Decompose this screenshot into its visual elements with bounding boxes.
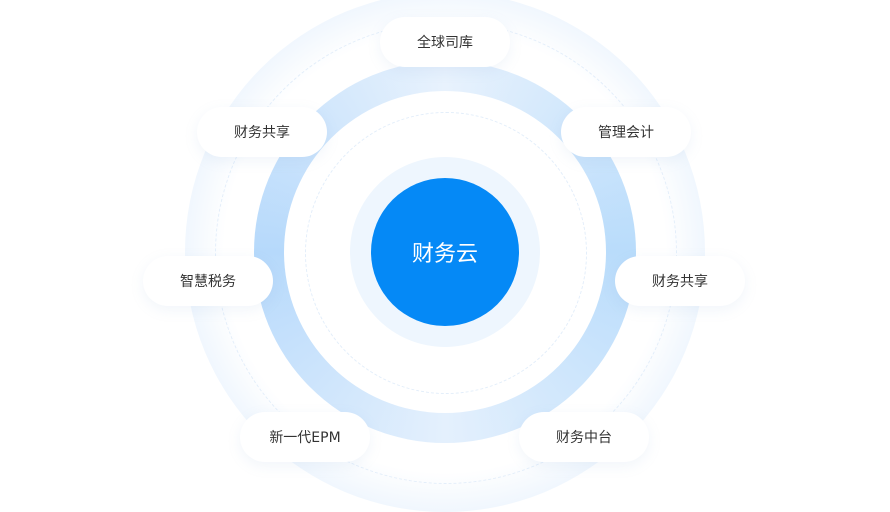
node-label: 全球司库: [417, 35, 473, 51]
node-label: 财务共享: [652, 274, 708, 290]
center-label: 财务云: [411, 242, 478, 267]
node-upper-right[interactable]: 管理会计: [561, 107, 691, 157]
node-lower-right[interactable]: 财务中台: [519, 412, 649, 462]
node-right[interactable]: 财务共享: [615, 256, 745, 306]
node-top[interactable]: 全球司库: [380, 17, 510, 67]
node-lower-left[interactable]: 新一代EPM: [240, 412, 370, 462]
node-label: 新一代EPM: [269, 430, 341, 446]
node-label: 财务中台: [556, 430, 612, 446]
node-upper-left[interactable]: 财务共享: [197, 107, 327, 157]
node-label: 智慧税务: [180, 274, 236, 290]
node-label: 管理会计: [598, 125, 654, 141]
node-label: 财务共享: [234, 125, 290, 141]
inner-dashed-orbit: [305, 112, 587, 394]
node-left[interactable]: 智慧税务: [143, 256, 273, 306]
center-node: 财务云: [371, 178, 519, 326]
